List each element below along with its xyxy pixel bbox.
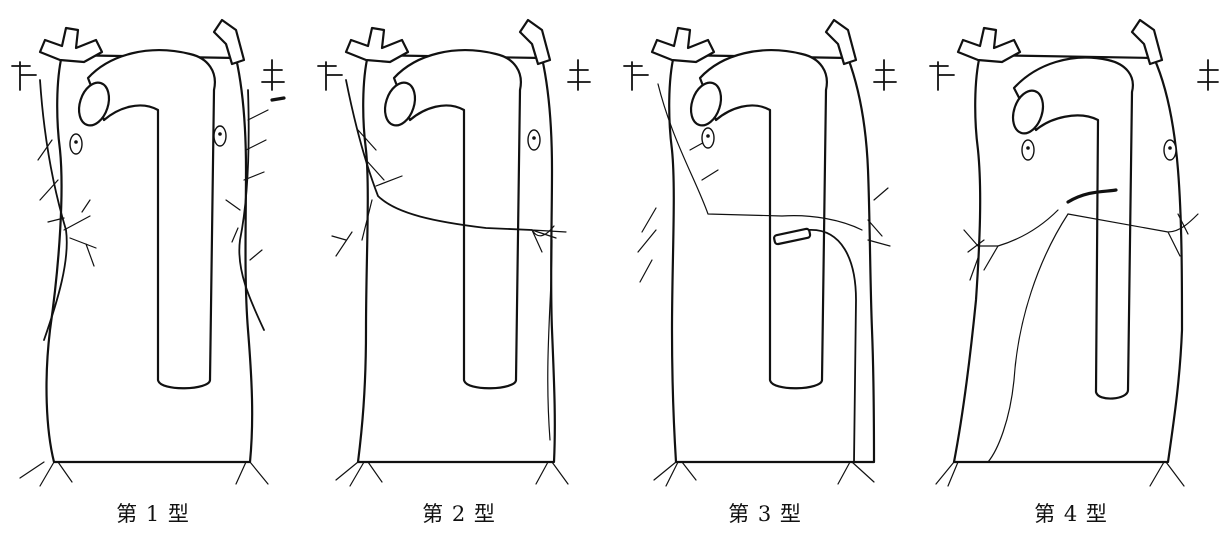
panel-type-2: 第 2 型 — [306, 0, 612, 535]
type-4-illustration — [918, 0, 1223, 490]
aortic-branches — [652, 28, 714, 62]
panel-type-1: 第 1 型 — [0, 0, 306, 535]
panel-caption: 第 4 型 — [918, 498, 1223, 528]
type-3-illustration — [612, 0, 918, 490]
aortic-branches — [958, 28, 1020, 62]
panel-type-3: 第 3 型 — [612, 0, 918, 535]
esophagus — [47, 55, 253, 462]
panel-caption: 第 2 型 — [306, 498, 612, 528]
type-1-illustration — [0, 0, 306, 490]
aortic-branches — [40, 28, 102, 62]
aortic-branches — [346, 28, 408, 62]
type-2-illustration — [306, 0, 612, 490]
panel-caption: 第 3 型 — [612, 498, 918, 528]
panel-caption: 第 1 型 — [0, 498, 306, 528]
panel-type-4: 第 4 型 — [918, 0, 1223, 535]
